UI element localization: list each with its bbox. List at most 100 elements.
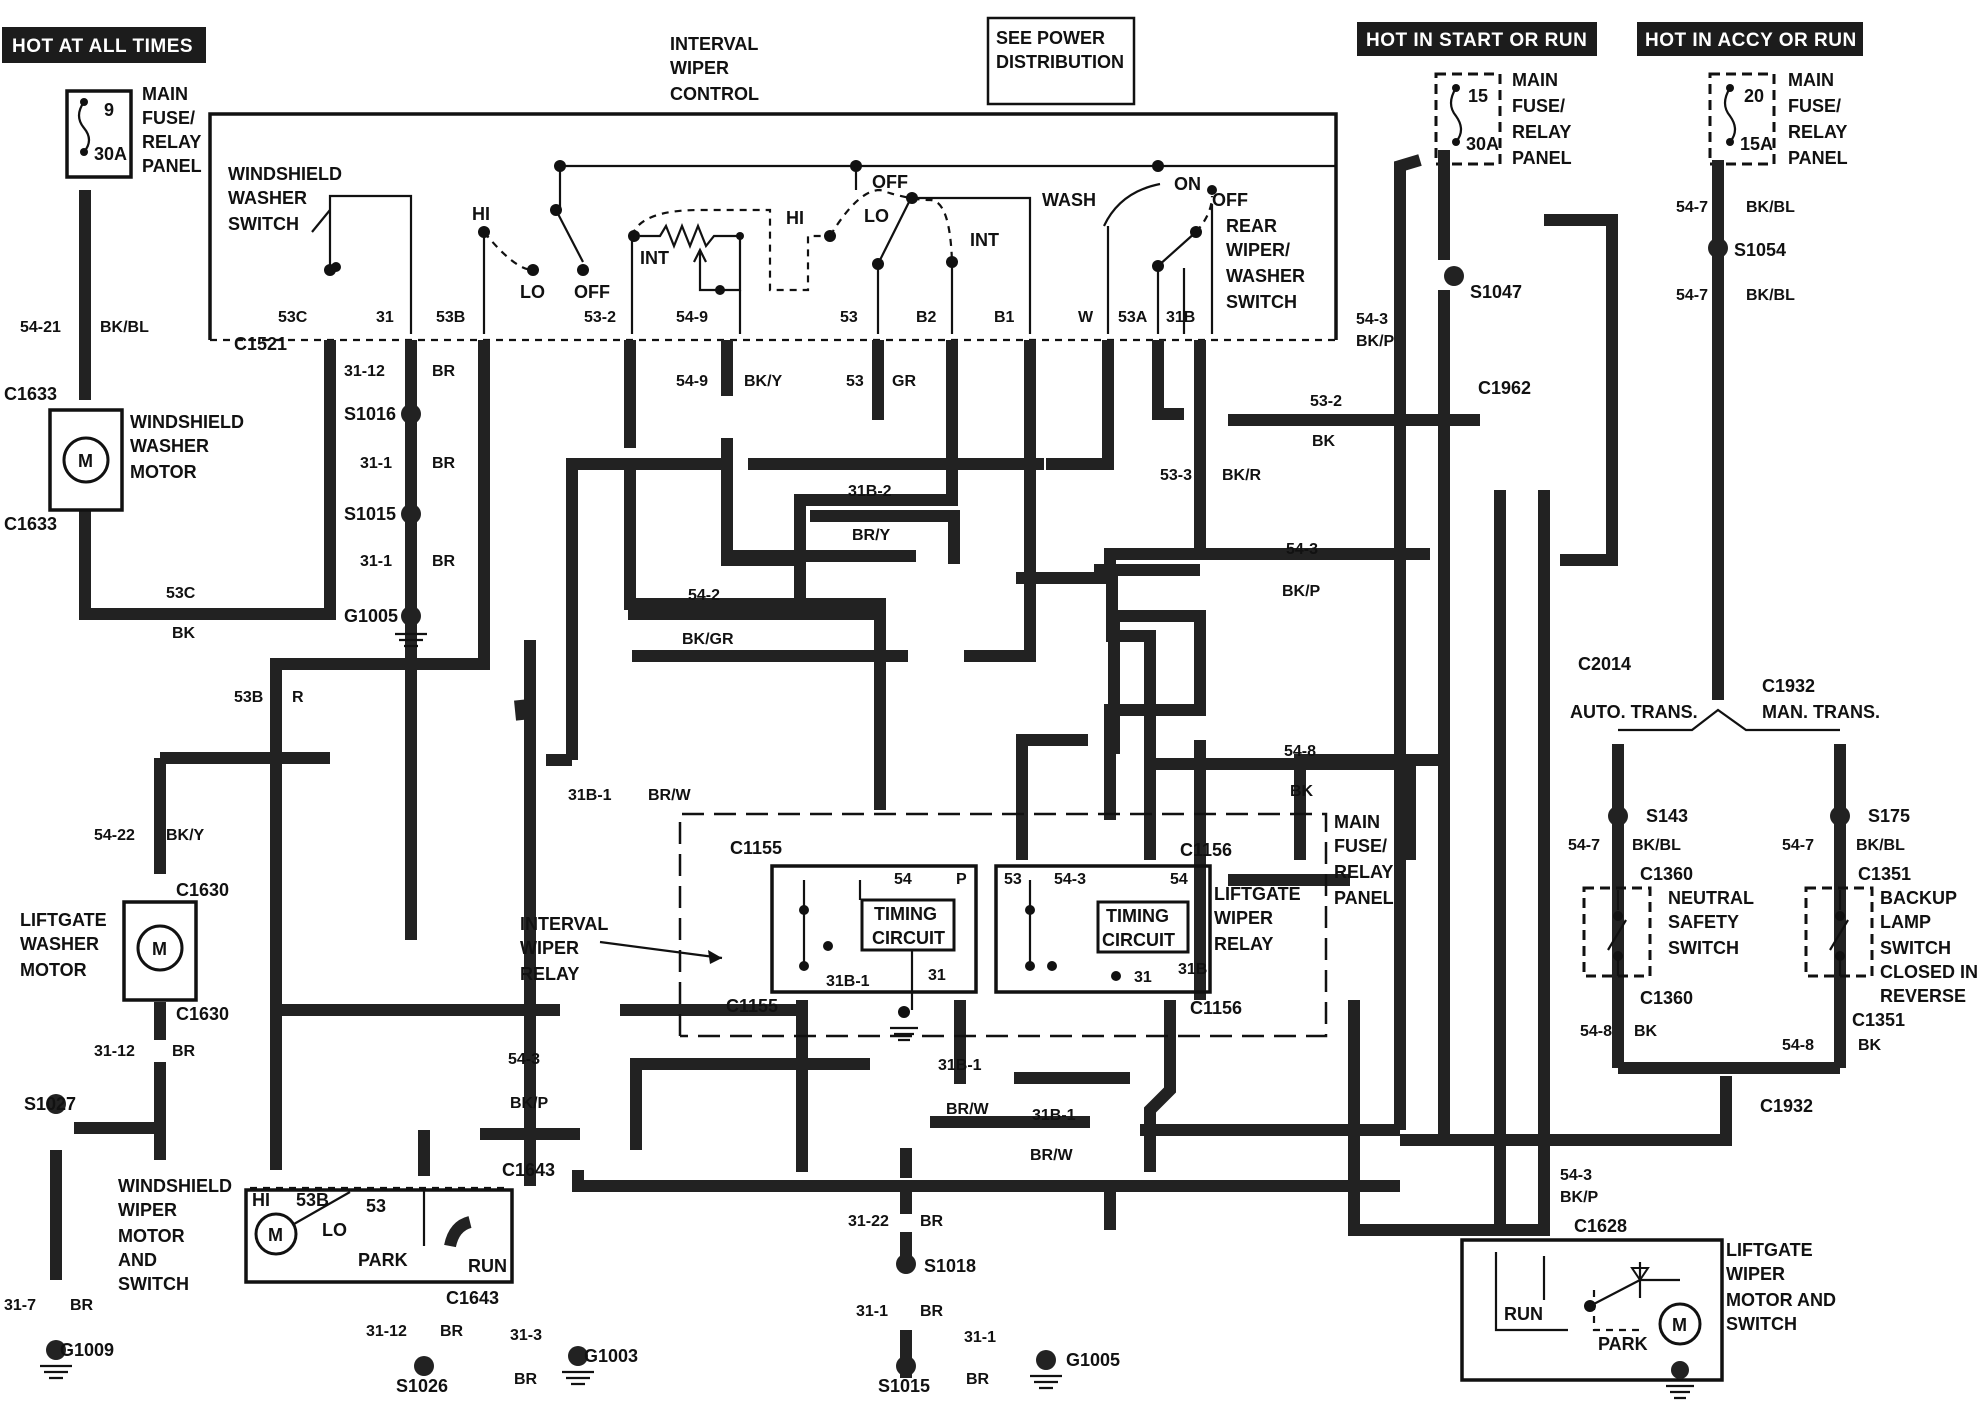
svg-text:30A: 30A [1466,134,1499,154]
svg-text:BK: BK [1634,1023,1658,1040]
svg-text:G1005: G1005 [344,606,398,626]
svg-text:53B: 53B [296,1190,329,1210]
svg-text:54-8: 54-8 [1284,743,1316,760]
svg-text:WIPER/: WIPER/ [1226,240,1290,260]
fuse-9-label: MAIN FUSE/ RELAY PANEL [142,84,202,176]
svg-text:TIMING: TIMING [1106,906,1169,926]
svg-text:BK/P: BK/P [1282,583,1321,600]
svg-text:S1018: S1018 [924,1256,976,1276]
switch-assembly-labels: WINDSHIELD WASHER SWITCH INTERVAL WIPER … [228,34,1305,354]
svg-text:WIPER: WIPER [520,938,579,958]
svg-text:RELAY: RELAY [1214,934,1273,954]
backup-lamp-switch: BACKUP LAMP SWITCH CLOSED IN REVERSE [1804,886,1978,1006]
svg-text:C1932: C1932 [1762,676,1815,696]
svg-text:53C: 53C [166,585,196,602]
svg-text:G1009: G1009 [60,1340,114,1360]
svg-text:CIRCUIT: CIRCUIT [1102,930,1175,950]
svg-text:HOT AT ALL TIMES: HOT AT ALL TIMES [12,36,193,57]
svg-text:C1155: C1155 [730,838,782,858]
header-hot-at-all-times: HOT AT ALL TIMES [2,27,206,63]
fuse-20: 20 15A [1708,72,1776,166]
svg-text:WASHER: WASHER [228,188,307,208]
svg-text:C1628: C1628 [1574,1216,1627,1236]
svg-text:C1633: C1633 [4,384,57,404]
svg-text:M: M [152,939,167,959]
windshield-washer-motor-label: WINDSHIELD WASHER MOTOR [130,412,244,482]
svg-text:WASHER: WASHER [130,436,209,456]
svg-text:WIPER: WIPER [670,58,729,78]
svg-text:54: 54 [894,871,912,888]
svg-text:C1156: C1156 [1190,998,1242,1018]
svg-text:INT: INT [970,230,999,250]
svg-text:M: M [268,1225,283,1245]
svg-text:BR: BR [432,455,456,472]
svg-text:C1630: C1630 [176,880,229,900]
fuse-20-label: MAIN FUSE/ RELAY PANEL [1788,70,1848,168]
svg-text:31B: 31B [1178,961,1207,978]
svg-text:BK/BL: BK/BL [1856,837,1905,854]
svg-text:GR: GR [892,373,916,390]
svg-text:WIPER: WIPER [1214,908,1273,928]
svg-text:RELAY: RELAY [520,964,579,984]
neutral-safety-switch: NEUTRAL SAFETY SWITCH [1582,886,1754,978]
svg-text:B2: B2 [916,309,937,326]
ground-g1009-icon [40,1340,72,1380]
svg-text:31-3: 31-3 [510,1327,542,1344]
svg-text:31-7: 31-7 [4,1297,36,1314]
splice-dots [46,238,1850,1376]
svg-text:54-3: 54-3 [1560,1167,1592,1184]
main-relay-panel: MAIN FUSE/ RELAY PANEL [678,812,1394,1038]
svg-text:S1047: S1047 [1470,282,1522,302]
windshield-washer-motor: M [48,408,124,512]
svg-text:53-2: 53-2 [584,309,616,326]
svg-text:54-7: 54-7 [1782,837,1814,854]
svg-text:LO: LO [864,206,889,226]
svg-text:BR: BR [514,1371,538,1388]
svg-text:AND: AND [118,1250,157,1270]
svg-text:BR: BR [432,553,456,570]
svg-text:LIFTGATE: LIFTGATE [20,910,107,930]
svg-text:MAIN: MAIN [1512,70,1558,90]
svg-text:31B-1: 31B-1 [568,787,612,804]
svg-text:31-12: 31-12 [366,1323,407,1340]
svg-text:REAR: REAR [1226,216,1277,236]
ground-g1003-icon [562,1346,594,1386]
svg-text:53A: 53A [1118,309,1148,326]
svg-text:INTERVAL: INTERVAL [520,914,608,934]
svg-text:BK/P: BK/P [1356,333,1395,350]
svg-text:31-12: 31-12 [94,1043,135,1060]
svg-text:HOT IN ACCY OR RUN: HOT IN ACCY OR RUN [1645,30,1857,51]
svg-text:C1521: C1521 [234,334,287,354]
svg-text:53: 53 [840,309,858,326]
liftgate-wiper-motor-label: LIFTGATE WIPER MOTOR AND SWITCH [1726,1240,1836,1334]
svg-text:AUTO. TRANS.: AUTO. TRANS. [1570,702,1698,722]
svg-text:54-8: 54-8 [1782,1037,1814,1054]
svg-text:MAIN: MAIN [1334,812,1380,832]
svg-text:S1016: S1016 [344,404,396,424]
svg-text:SEE POWER: SEE POWER [996,28,1105,48]
svg-text:WASH: WASH [1042,190,1096,210]
svg-text:54-3: 54-3 [508,1051,540,1068]
svg-text:C1643: C1643 [446,1288,499,1308]
svg-text:53C: 53C [278,309,308,326]
svg-text:BK/BL: BK/BL [1746,287,1795,304]
svg-text:HI: HI [786,208,804,228]
svg-text:BK/BL: BK/BL [1632,837,1681,854]
svg-text:53: 53 [1004,871,1022,888]
svg-text:C1630: C1630 [176,1004,229,1024]
svg-text:54-2: 54-2 [688,587,720,604]
svg-text:BK/BL: BK/BL [100,319,149,336]
svg-text:C1156: C1156 [1180,840,1232,860]
ground-g1005-b-icon [1030,1350,1062,1390]
liftgate-washer-motor-label: LIFTGATE WASHER MOTOR [20,910,107,980]
svg-text:P: P [956,871,967,888]
fuse-15-label: MAIN FUSE/ RELAY PANEL [1512,70,1572,168]
svg-text:54-21: 54-21 [20,319,61,336]
svg-text:DISTRIBUTION: DISTRIBUTION [996,52,1124,72]
wire-labels: 54-21 BK/BL 53C BK 31-12 BR 31-1 BR 31-1… [4,199,1905,1388]
svg-text:TIMING: TIMING [874,904,937,924]
ground-g1005-a-icon [395,606,427,648]
windshield-wiper-motor: M HI 53B 53 LO PARK RUN [244,1186,514,1284]
svg-text:54-3: 54-3 [1054,871,1086,888]
windshield-wiper-motor-label: WINDSHIELD WIPER MOTOR AND SWITCH [118,1176,232,1294]
